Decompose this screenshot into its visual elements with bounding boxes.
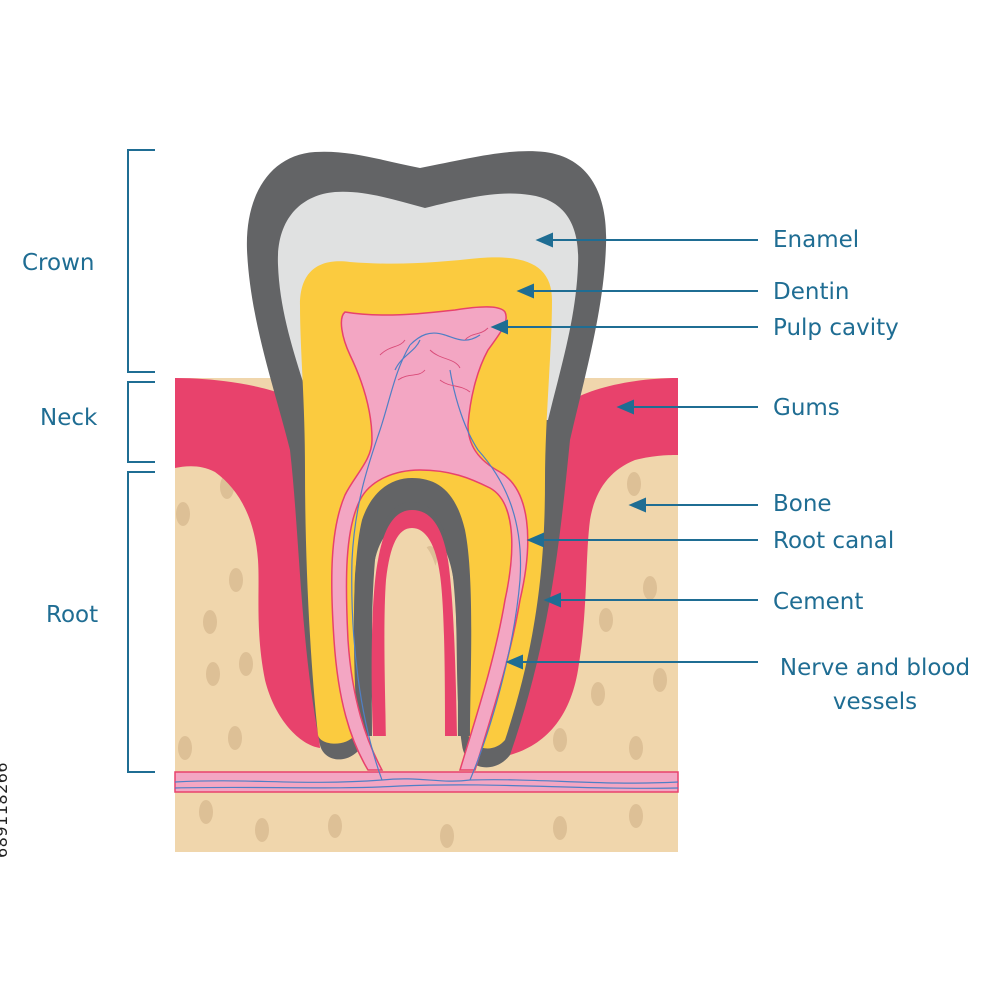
label-pulp-cavity: Pulp cavity [773,315,899,341]
bone-inner-arch [385,540,445,775]
stock-id: 689118266 [0,761,11,858]
label-crown: Crown [22,250,95,276]
section-brackets [127,149,155,773]
label-nerve-line1: Nerve and blood [779,655,971,681]
label-nerve-line2: vessels [832,689,918,715]
pointer-arrows [490,232,758,670]
label-gums: Gums [773,395,840,421]
label-cement: Cement [773,589,864,615]
label-root: Root [46,602,99,628]
label-enamel: Enamel [773,227,860,253]
vessels [174,332,679,789]
nerve-band [174,771,679,793]
cement [353,478,472,736]
gums-inner-arch [371,510,457,736]
label-dentin: Dentin [773,279,850,305]
label-neck: Neck [40,405,98,431]
capillaries [379,327,489,393]
label-root-canal: Root canal [773,528,895,554]
pulp-cavity [331,306,529,771]
label-bone: Bone [773,491,832,517]
gums-right [510,378,678,755]
gums-left [175,378,320,748]
